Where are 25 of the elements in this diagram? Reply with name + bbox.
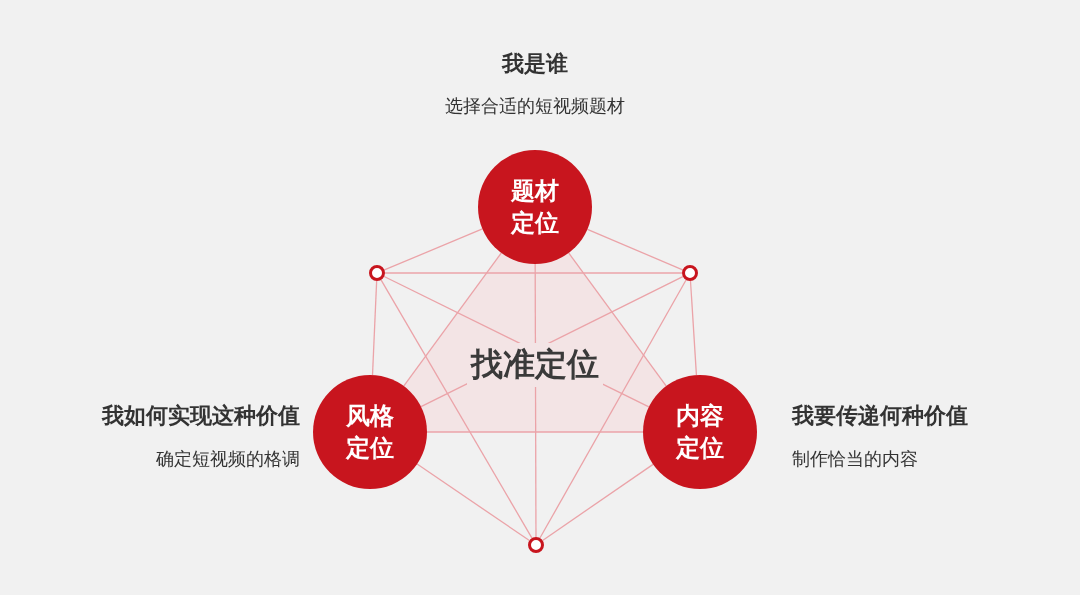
description-text: 选择合适的短视频题材 [445, 94, 625, 118]
connector-line [371, 280, 378, 376]
topic-circle: 题材定位 [478, 150, 592, 264]
connector-line [539, 279, 687, 539]
connector-line [383, 228, 484, 271]
connector-line [586, 228, 684, 271]
question-heading: 我如何实现这种价值 [102, 402, 300, 430]
topic-circle: 内容定位 [643, 375, 757, 489]
connector-line [384, 272, 683, 274]
connector-line [541, 463, 654, 542]
ring-dot [682, 265, 698, 281]
description-text: 确定短视频的格调 [156, 447, 300, 471]
ring-dot [528, 537, 544, 553]
question-heading: 我要传递何种价值 [792, 402, 968, 430]
connector-line [426, 431, 644, 433]
connector-line [689, 280, 698, 376]
topic-circle: 风格定位 [313, 375, 427, 489]
connector-line [416, 463, 531, 542]
connector-line [568, 252, 667, 387]
description-text: 制作恰当的内容 [792, 447, 918, 471]
connector-line [380, 279, 533, 539]
ring-dot [369, 265, 385, 281]
connector-line [403, 252, 502, 387]
question-heading: 我是谁 [502, 50, 568, 78]
center-title: 找准定位 [467, 343, 603, 387]
